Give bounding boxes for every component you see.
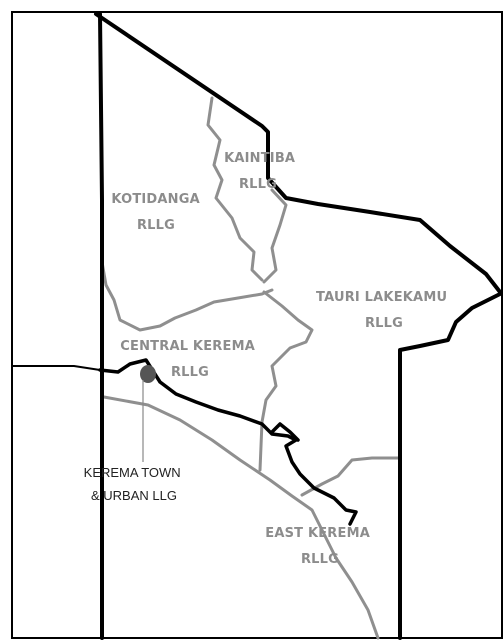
central-tauri-boundary — [258, 290, 314, 472]
west-link — [12, 365, 101, 371]
kotidanga-central-boundary — [100, 260, 274, 332]
kaintiba-kotidanga-boundary — [206, 96, 264, 282]
central-kerema-label: CENTRAL KEREMA RLLG — [120, 339, 259, 380]
east-kerema-label: EAST KEREMA RLLG — [265, 526, 374, 567]
east-kerema-boundary — [300, 456, 402, 497]
kerema-town-label: KEREMA TOWN & URBAN LLG — [84, 465, 185, 503]
kaintiba-tauri-boundary — [262, 188, 288, 284]
map-frame — [11, 11, 503, 639]
west-border — [98, 12, 104, 640]
north-border — [94, 12, 502, 294]
kaintiba-label: KAINTIBA RLLG — [224, 151, 300, 192]
coast-inlet — [270, 422, 300, 442]
kotidanga-label: KOTIDANGA RLLG — [111, 192, 204, 233]
district-borders — [12, 12, 502, 640]
river-line — [102, 395, 380, 640]
east-border — [398, 292, 502, 640]
tauri-lakekamu-label: TAURI LAKEKAMU RLLG — [316, 290, 452, 331]
llg-boundaries — [100, 96, 402, 640]
kerema-town-marker — [140, 365, 156, 383]
